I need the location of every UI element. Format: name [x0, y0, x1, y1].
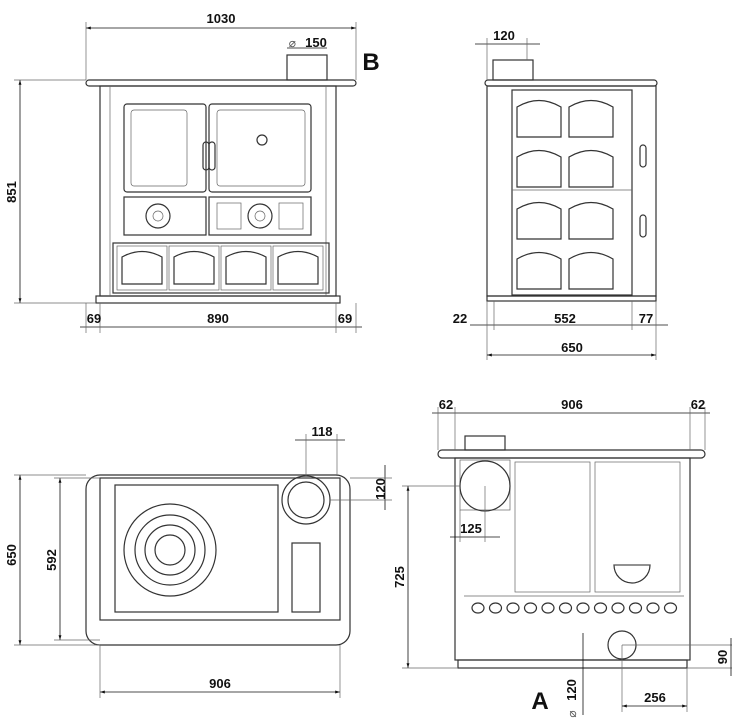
rear-vent-slot — [628, 602, 643, 614]
oven-door — [208, 103, 312, 193]
dim-right-offset-77: 77 — [639, 311, 653, 326]
side-plinth — [486, 295, 657, 302]
top-reservoir-lid — [291, 542, 321, 613]
oven-thermometer-icon — [256, 134, 268, 146]
top-body — [99, 477, 341, 621]
drawer-front — [116, 245, 168, 291]
rear-plinth — [457, 659, 688, 669]
dim-inner-width-890: 890 — [207, 311, 229, 326]
side-panel-tile — [516, 201, 562, 240]
dim-air-inlet-diameter-120: 120 — [564, 679, 579, 701]
drawer-panel — [121, 250, 163, 285]
drawer-panel — [277, 250, 319, 285]
dim-side-left-69: 69 — [87, 311, 101, 326]
rear-inspection-hatch — [613, 564, 651, 584]
side-panel — [511, 89, 633, 296]
drawer-row — [112, 242, 330, 294]
diameter-symbol: ⌀ — [289, 36, 296, 50]
dim-rear-right-62: 62 — [691, 397, 705, 412]
rear-vent-slot — [576, 602, 590, 614]
dim-flue-height-725: 725 — [392, 566, 407, 588]
side-panel-tile — [568, 149, 614, 188]
dim-width-1030: 1030 — [207, 11, 236, 26]
air-regulator-left-icon — [145, 203, 171, 229]
rear-vent-slot — [506, 602, 520, 614]
dim-rear-left-62: 62 — [439, 397, 453, 412]
side-panel-tile — [516, 99, 562, 138]
side-handle — [639, 214, 647, 238]
dim-air-inlet-offset-256: 256 — [644, 690, 666, 705]
dim-left-offset-22: 22 — [453, 311, 467, 326]
side-top-rail — [484, 79, 658, 87]
rear-vent-slot — [523, 602, 538, 614]
drawer-front — [272, 245, 324, 291]
side-panel-tile — [568, 201, 614, 240]
drawer-panel — [225, 250, 267, 285]
top-flue-outlet — [281, 475, 331, 525]
side-dimensions: 120 22 552 77 650 — [453, 28, 668, 360]
lower-oven-panel — [208, 196, 312, 236]
rear-vent-slot — [611, 602, 625, 614]
front-plinth — [95, 295, 341, 304]
front-flue-collar — [286, 54, 328, 81]
side-flue-collar — [492, 59, 534, 81]
rear-top-rail — [437, 449, 706, 459]
view-label-b: B — [362, 49, 379, 76]
dim-rear-width-906: 906 — [561, 397, 583, 412]
front-dimensions: 1030 ⌀ 150 B 851 69 890 69 — [4, 11, 380, 333]
air-regulator-right-icon — [247, 203, 273, 229]
view-label-a: A — [531, 688, 548, 715]
side-panel-tile — [568, 99, 614, 138]
rear-vent-slot — [471, 602, 485, 614]
side-panel-tile — [516, 149, 562, 188]
dim-air-inlet-height-90: 90 — [715, 650, 730, 664]
drawer-front — [168, 245, 220, 291]
hotplate-ring — [123, 503, 217, 597]
side-panel-tile — [568, 251, 614, 290]
dim-top-depth-650: 650 — [4, 544, 19, 566]
drawer-panel — [173, 250, 215, 285]
rear-vent-slot — [558, 602, 573, 614]
rear-body — [454, 457, 691, 661]
front-body — [99, 85, 337, 297]
front-top-rail — [85, 79, 357, 87]
diameter-symbol: ⌀ — [565, 710, 579, 717]
dim-side-right-69: 69 — [338, 311, 352, 326]
top-view — [85, 474, 351, 646]
side-panel-tile — [516, 251, 562, 290]
dim-body-depth-552: 552 — [554, 311, 576, 326]
dim-top-width-906: 906 — [209, 676, 231, 691]
rear-vent-slot — [488, 602, 503, 614]
dim-total-depth-650: 650 — [561, 340, 583, 355]
top-rail-outline — [85, 474, 351, 646]
rear-vent-slot — [541, 602, 555, 614]
dim-flue-offset-120: 120 — [493, 28, 515, 43]
dim-top-inner-depth-592: 592 — [44, 549, 59, 571]
side-view — [484, 59, 658, 302]
dim-top-flue-y-120: 120 — [373, 478, 388, 500]
cooking-plate — [114, 484, 279, 613]
rear-dimensions: 62 906 62 125 725 90 A 120 ⌀ 256 — [392, 397, 732, 718]
firebox-door — [123, 103, 207, 193]
dim-top-flue-x-118: 118 — [312, 424, 333, 439]
dim-height-851: 851 — [4, 181, 19, 203]
dim-rear-flue-offset-125: 125 — [460, 521, 482, 536]
ash-door — [123, 196, 207, 236]
dim-flue-diameter-150: 150 — [305, 35, 327, 50]
rear-vent-slot — [663, 602, 678, 614]
side-handle — [639, 144, 647, 168]
rear-vent-slot — [646, 602, 660, 614]
top-dimensions: 118 120 650 592 906 — [4, 424, 392, 698]
front-view — [85, 54, 357, 304]
door-handle — [208, 141, 216, 171]
rear-flue-collar — [464, 435, 506, 451]
rear-view — [437, 435, 706, 669]
rear-vent-slot — [593, 602, 608, 614]
drawer-front — [220, 245, 272, 291]
